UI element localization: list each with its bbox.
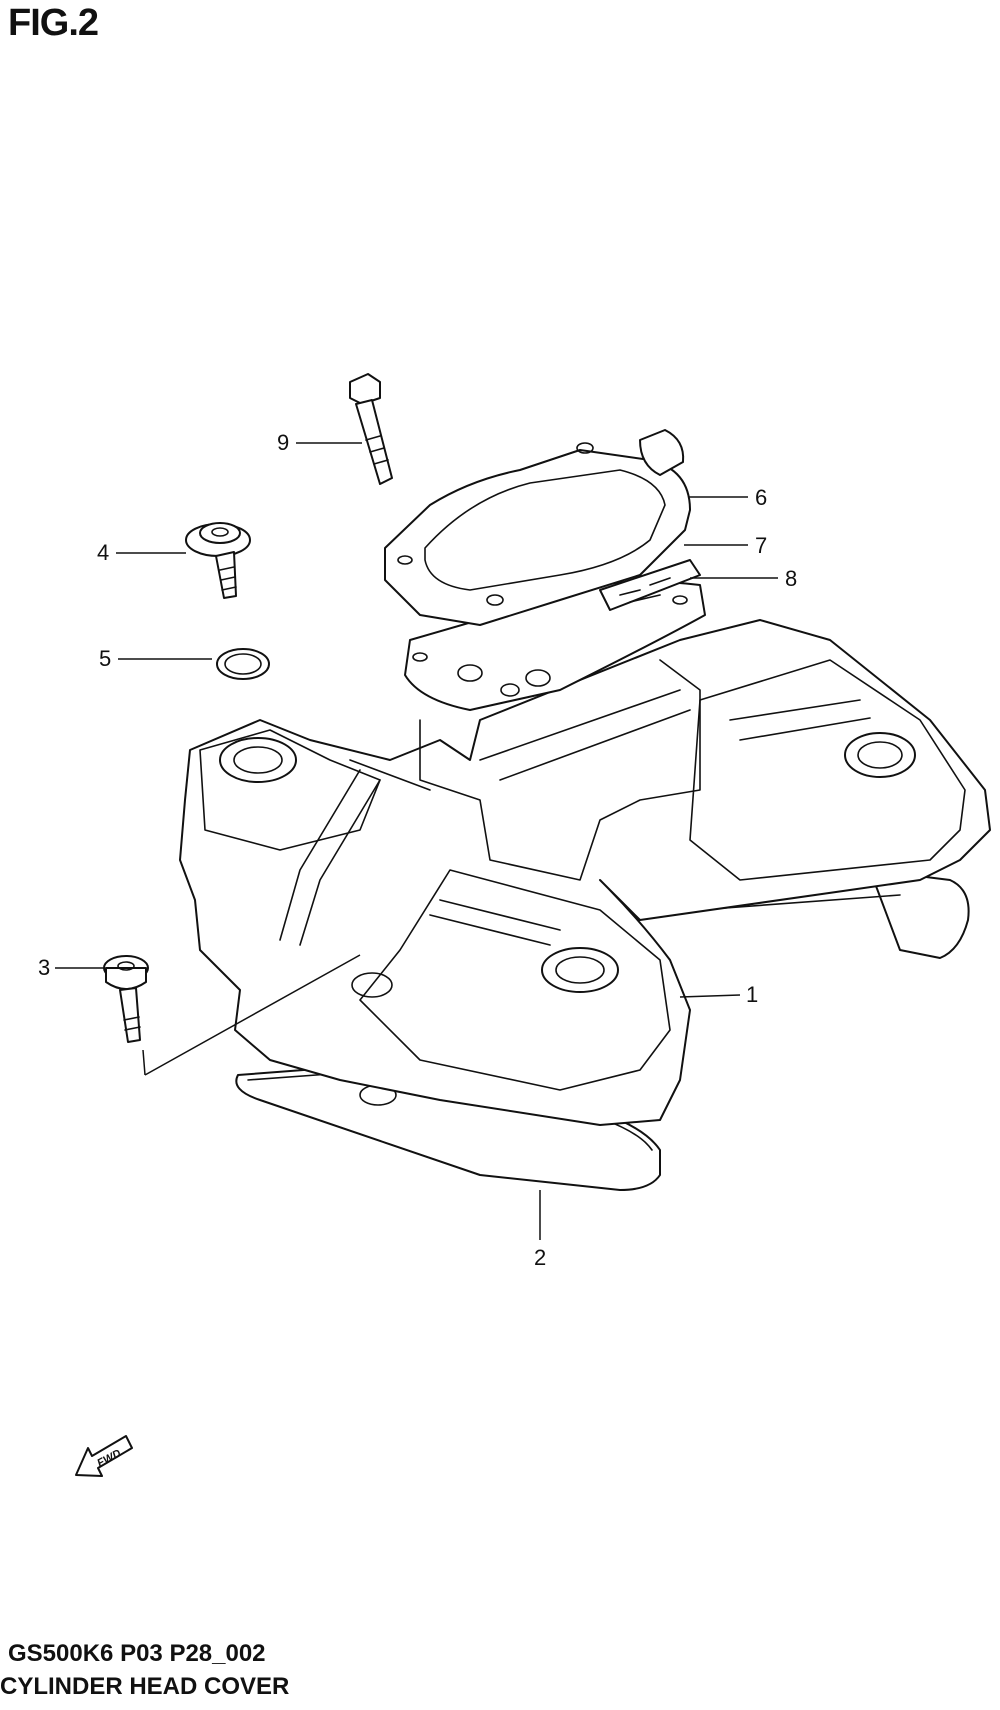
part-5-o-ring [216, 648, 270, 680]
callout-9: 9 [277, 430, 289, 455]
callout-8: 8 [785, 566, 797, 591]
diagram-code: GS500K6 P03 P28_002 [8, 1640, 266, 1667]
part-9-bolt [349, 373, 393, 485]
leader-lines [55, 442, 778, 1240]
part-3-bolt [103, 954, 361, 1076]
part-7-reed-valve [599, 559, 701, 611]
callout-4: 4 [97, 540, 109, 565]
figure-title: FIG.2 [8, 2, 99, 44]
fwd-arrow-icon: FWD [75, 1435, 133, 1477]
part-4-screw [185, 522, 251, 599]
callout-5: 5 [99, 646, 111, 671]
callout-2: 2 [534, 1245, 546, 1270]
part-6-breather-cover [384, 429, 691, 626]
part-1-cylinder-head-cover [179, 619, 991, 1126]
callout-1: 1 [746, 982, 758, 1007]
callout-6: 6 [755, 485, 767, 510]
callout-3: 3 [38, 955, 50, 980]
callout-7: 7 [755, 533, 767, 558]
diagram-name: CYLINDER HEAD COVER [0, 1673, 290, 1700]
